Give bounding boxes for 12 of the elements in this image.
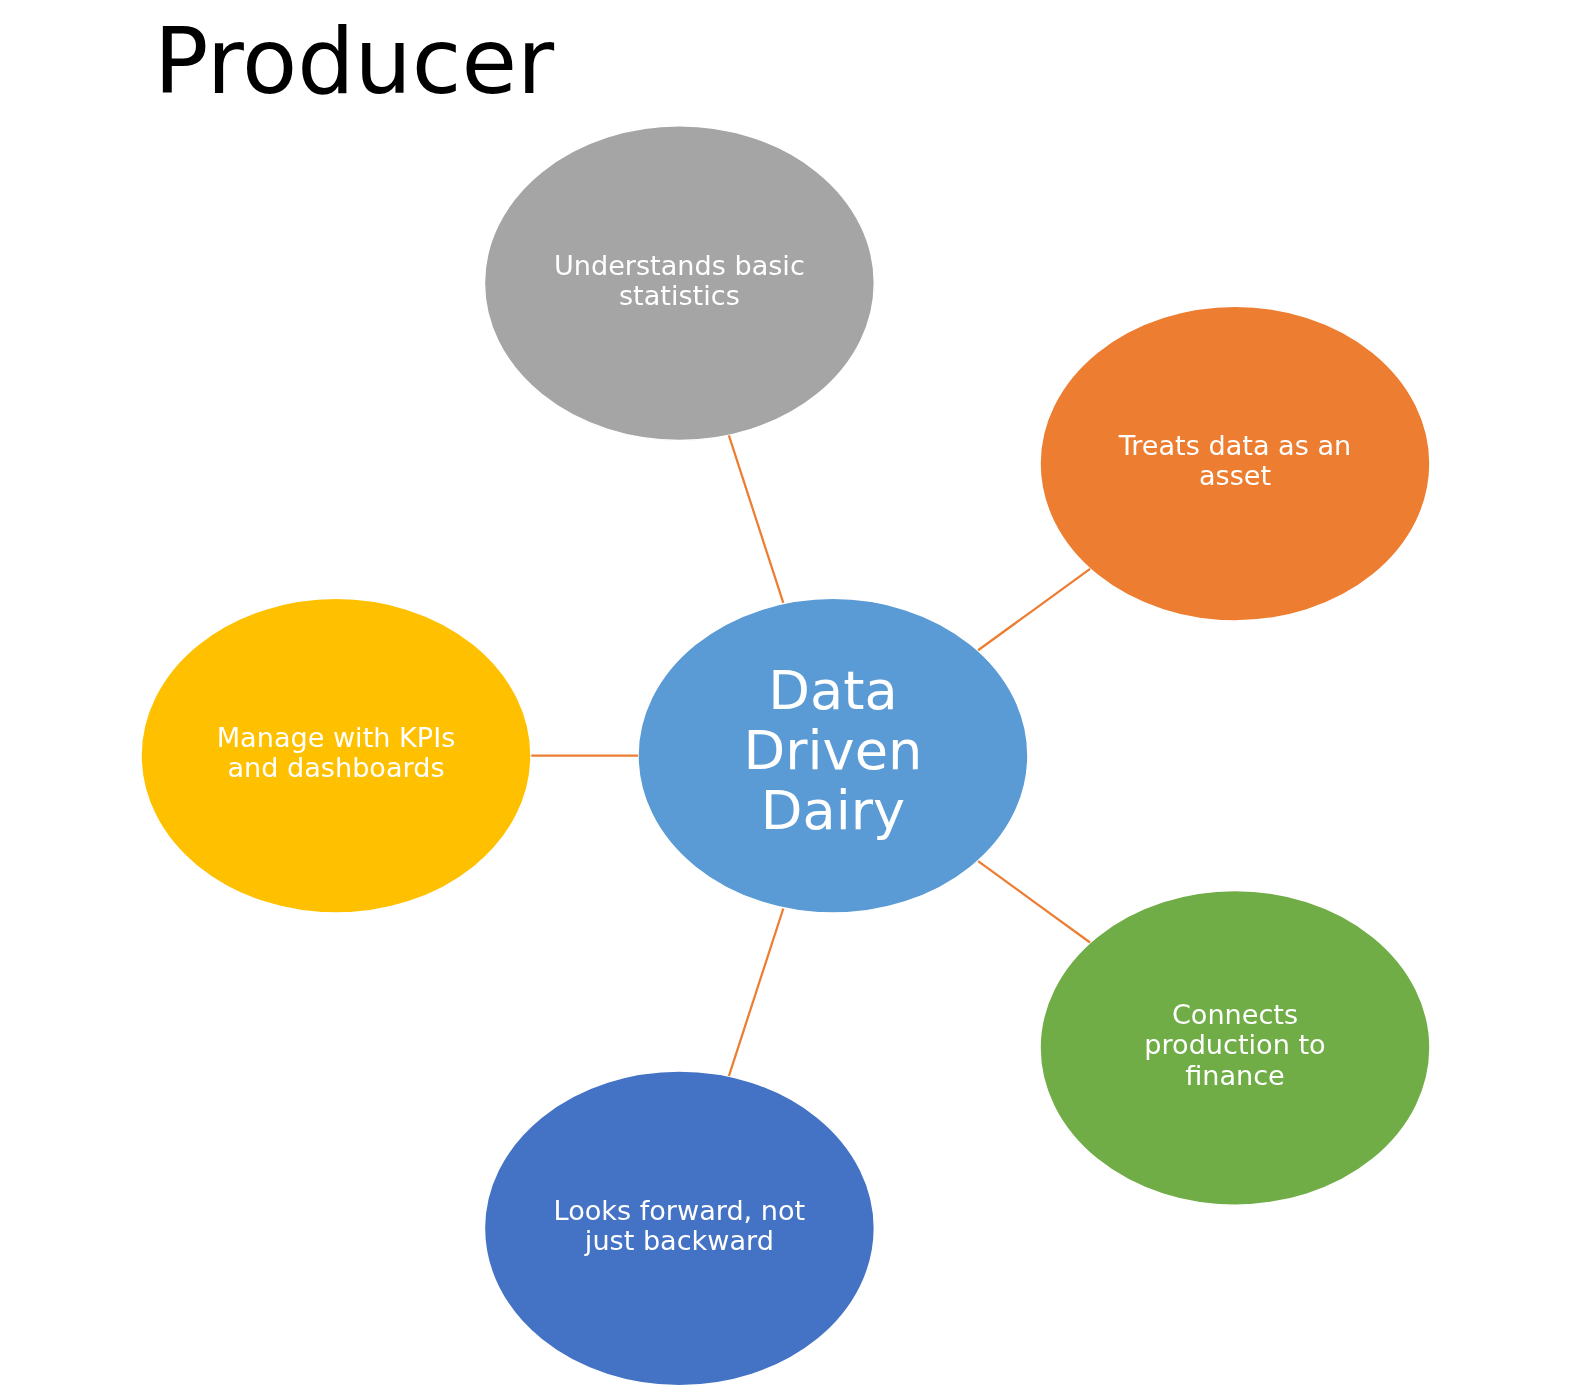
node-ellipse: Understands basic statistics bbox=[483, 125, 876, 442]
connector bbox=[727, 435, 785, 604]
node-ellipse: Treats data as an asset bbox=[1039, 305, 1431, 622]
diagram-title: Producer bbox=[153, 8, 555, 114]
connector bbox=[727, 908, 785, 1077]
connector bbox=[977, 860, 1091, 944]
node-ellipse: Manage with KPIs and dashboards bbox=[140, 597, 532, 914]
node-ellipse: Looks forward, not just backward bbox=[483, 1070, 876, 1387]
node-ellipse: Connects production to finance bbox=[1039, 889, 1431, 1206]
connector bbox=[977, 568, 1091, 652]
connector bbox=[531, 754, 638, 757]
node-ellipse: Data Driven Dairy bbox=[637, 597, 1029, 914]
